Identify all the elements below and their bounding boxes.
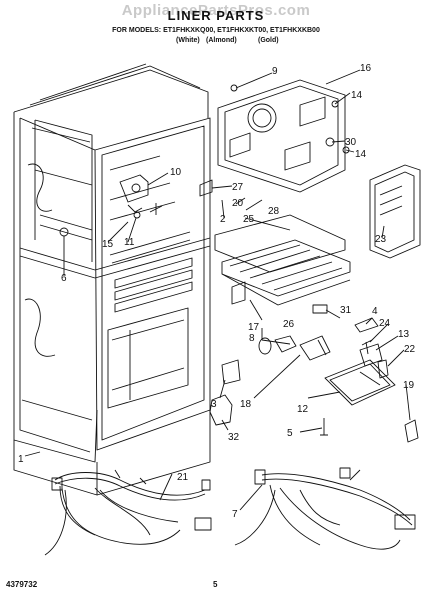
callout-16: 16 — [360, 63, 372, 74]
callout-14-top: 14 — [351, 90, 363, 101]
color-gold: (Gold) — [258, 37, 279, 44]
color-almond: (Almond) — [206, 37, 237, 44]
wire-harness-21 — [44, 469, 212, 556]
shelf-grille — [214, 214, 351, 306]
wire-harness-7 — [234, 467, 416, 550]
callout-11: 11 — [124, 237, 135, 248]
callout-14-bottom: 14 — [355, 149, 367, 160]
part-19 — [404, 419, 419, 443]
part-32 — [209, 394, 233, 426]
page-title: LINER PARTS — [167, 8, 265, 23]
callout-9: 9 — [272, 66, 278, 77]
callout-8: 8 — [249, 333, 255, 344]
fan-blade — [149, 203, 163, 215]
part-4 — [354, 317, 379, 333]
control-housing — [369, 164, 421, 259]
page-number: 5 — [213, 580, 218, 589]
callout-24: 24 — [379, 318, 391, 329]
callout-13: 13 — [398, 329, 410, 340]
callout-18: 18 — [240, 399, 252, 410]
damper-housing — [324, 359, 396, 406]
model-list: FOR MODELS: ET1FHKXKQ00, ET1FHKXKT00, ET… — [112, 27, 320, 34]
watermark: AppliancePartsPros.com — [121, 2, 311, 19]
callout-22: 22 — [404, 344, 416, 355]
callout-7: 7 — [232, 509, 238, 520]
callout-6: 6 — [61, 273, 67, 284]
callout-17: 17 — [248, 322, 260, 333]
callout-26: 26 — [283, 319, 295, 330]
callout-5: 5 — [287, 428, 293, 439]
part-26-block — [231, 281, 246, 305]
leader-lines — [24, 69, 411, 511]
callout-28: 28 — [268, 206, 280, 217]
callout-23: 23 — [375, 234, 387, 245]
rear-panel — [199, 79, 350, 197]
callout-4: 4 — [372, 306, 378, 317]
callout-labels: 9 16 14 30 14 10 27 20 28 2 11 15 25 23 … — [18, 63, 416, 520]
callout-25: 25 — [243, 214, 255, 225]
callout-31: 31 — [340, 305, 352, 316]
callout-32: 32 — [228, 432, 240, 443]
document-number: 4379732 — [6, 580, 38, 589]
color-white: (White) — [176, 37, 200, 44]
screw-5 — [320, 418, 328, 436]
callout-1: 1 — [18, 454, 24, 465]
part-13 — [359, 343, 383, 367]
freezer-light-socket — [119, 174, 149, 213]
callout-19: 19 — [403, 380, 415, 391]
callout-27: 27 — [232, 182, 244, 193]
callout-20: 20 — [232, 198, 244, 209]
screw-part — [133, 211, 141, 219]
part-3 — [221, 359, 241, 385]
callout-15: 15 — [102, 239, 114, 250]
callout-3: 3 — [211, 399, 217, 410]
callout-21: 21 — [177, 472, 189, 483]
callout-10: 10 — [170, 167, 182, 178]
part-31 — [312, 304, 328, 314]
callout-12: 12 — [297, 404, 309, 415]
liner-cabinet — [13, 63, 211, 496]
callout-30: 30 — [345, 137, 357, 148]
callout-2: 2 — [220, 214, 226, 225]
lamp-socket-assembly — [258, 335, 331, 361]
part-22 — [377, 359, 389, 379]
